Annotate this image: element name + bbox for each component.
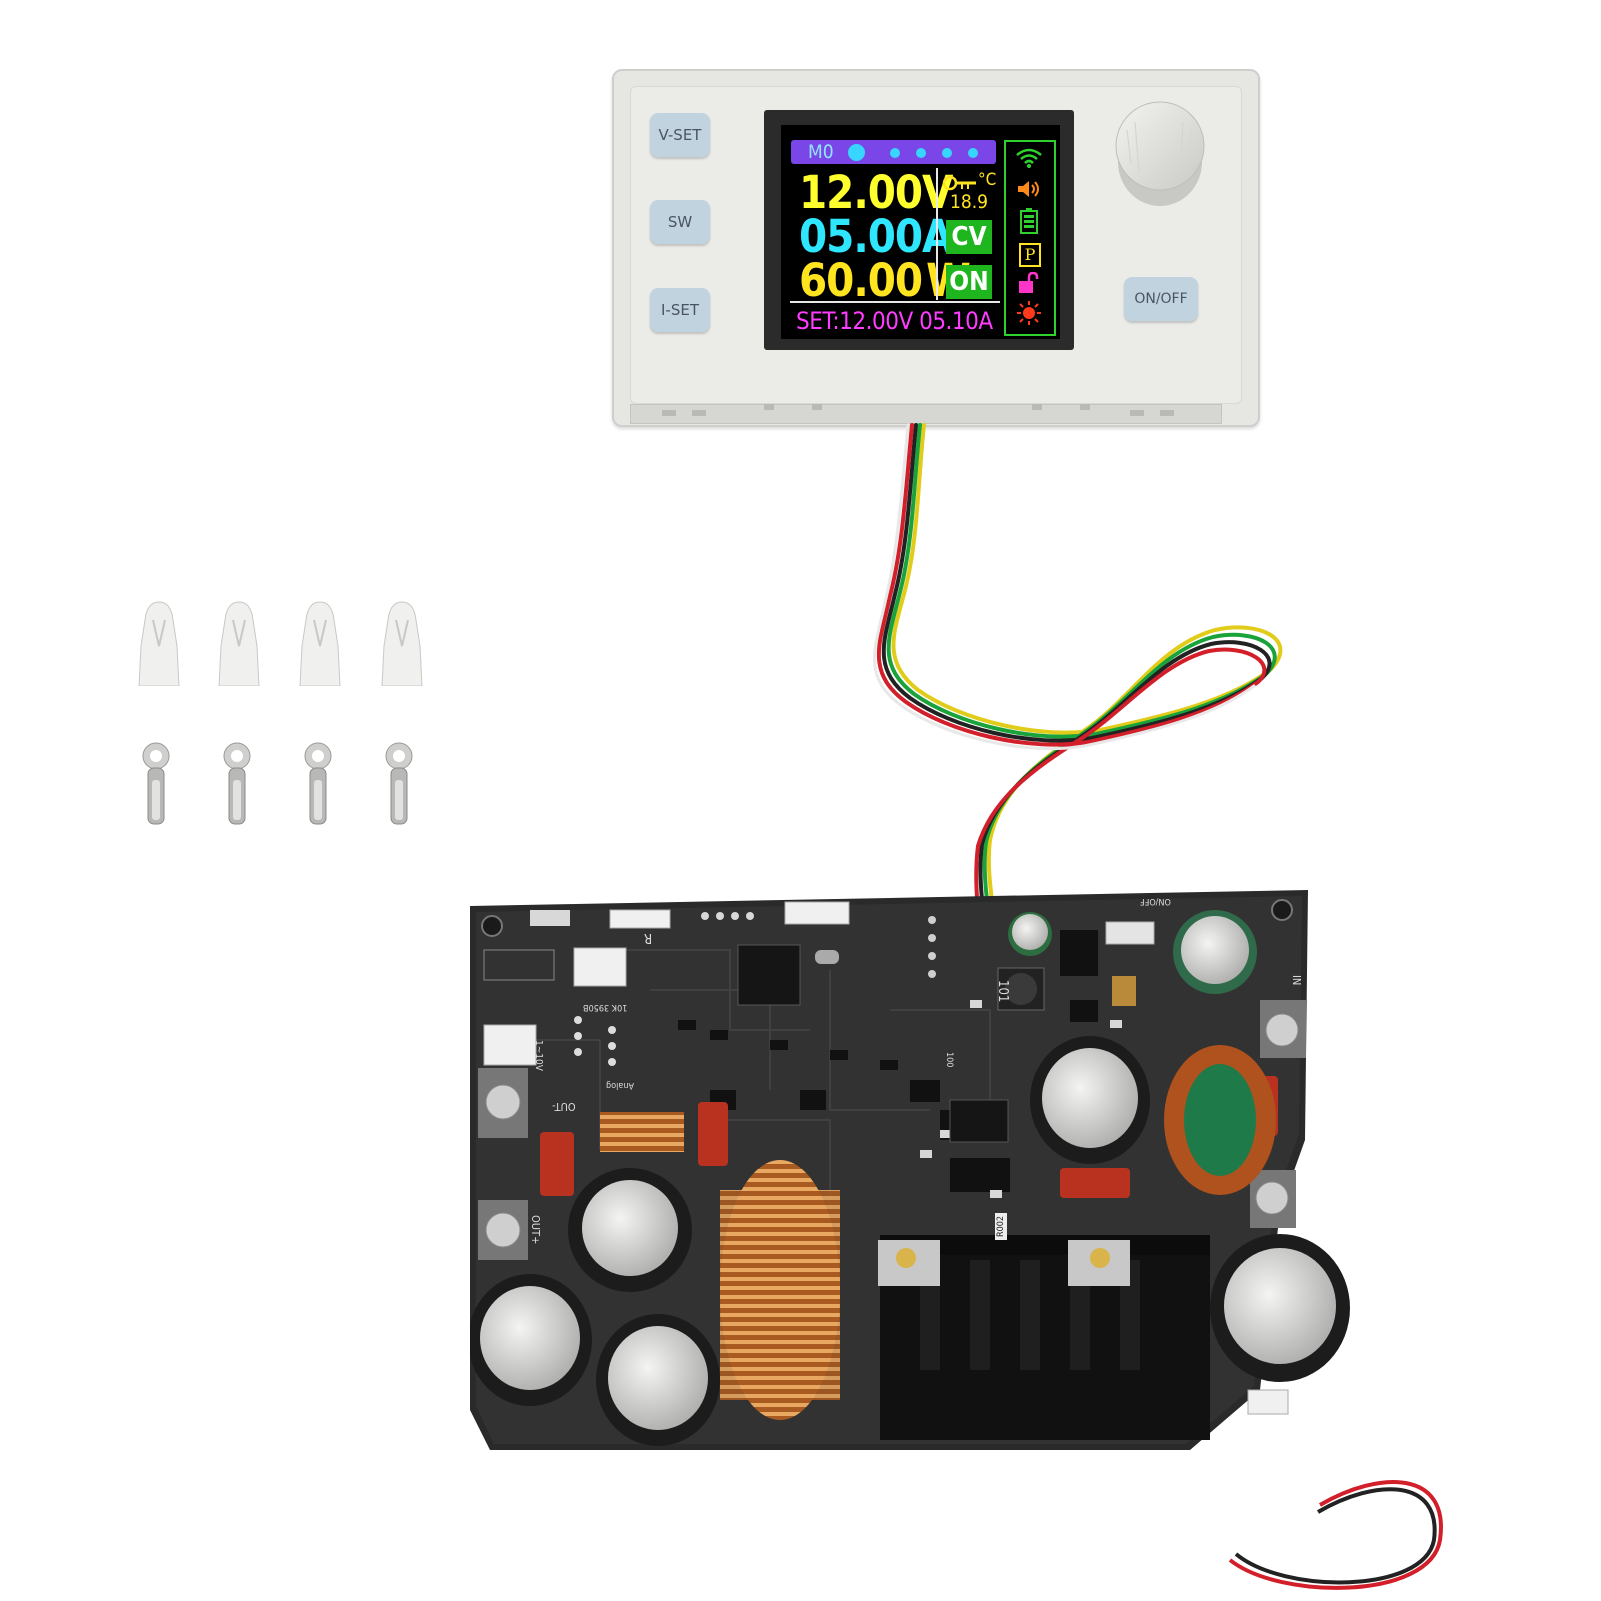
preset-p-icon: P — [1019, 243, 1041, 267]
ring-terminal-lug — [223, 742, 251, 825]
temperature-unit: °C — [978, 170, 997, 190]
vent-slot — [1032, 404, 1042, 410]
on-off-button[interactable]: ON/OFF — [1124, 277, 1198, 321]
ring-terminal-lug — [304, 742, 332, 825]
pcb-label-on-off: ON/OFF — [1140, 896, 1171, 906]
lock-icon — [1019, 272, 1039, 293]
temperature-value: 18.9 — [950, 191, 989, 213]
terminal-cap — [138, 601, 180, 686]
i-set-button[interactable]: I-SET — [650, 288, 710, 332]
wifi-icon — [1016, 148, 1042, 168]
brightness-dot — [890, 148, 900, 158]
brightness-dot — [968, 148, 978, 158]
thermometer-icon — [942, 175, 976, 191]
power-value: 60.00 — [799, 254, 923, 307]
rotary-encoder-knob[interactable] — [1113, 100, 1207, 210]
vent-slot — [812, 404, 822, 410]
lcd-divider — [790, 301, 1000, 303]
vent-slot — [1130, 410, 1144, 416]
pcb-label-ntc: 10K 3950B — [583, 1002, 628, 1012]
ring-terminal-lug — [142, 742, 170, 825]
cv-mode-tag: CV — [946, 220, 992, 254]
pcb-label-out-minus: OUT- — [552, 1100, 576, 1113]
battery-icon — [1020, 208, 1038, 234]
output-on-tag: ON — [946, 265, 992, 299]
vent-slot — [692, 410, 706, 416]
v-set-button[interactable]: V-SET — [650, 113, 710, 157]
power-readout: 60.00W — [799, 258, 971, 303]
ring-terminal-lug — [385, 742, 413, 825]
vent-slot — [1080, 404, 1090, 410]
current-readout: 05.00A — [799, 210, 953, 263]
brightness-dot — [916, 148, 926, 158]
vent-slot — [662, 410, 676, 416]
pcb-label-inductor: 101 — [995, 980, 1010, 1003]
terminal-cap — [381, 601, 423, 686]
set-values-line: SET:12.00V 05.10A — [796, 307, 993, 335]
brightness-dot — [848, 144, 865, 161]
sun-icon — [1017, 301, 1041, 325]
speaker-icon — [1018, 181, 1039, 197]
pcb-label-shunt: R002 — [995, 1212, 1007, 1240]
pcb-label-r: R — [644, 930, 653, 945]
terminal-cap — [218, 601, 260, 686]
pcb-label-in: IN — [1290, 975, 1303, 986]
pcb-label-smd: 100 — [944, 1052, 954, 1068]
brightness-dot — [942, 148, 952, 158]
status-icon-column — [1004, 140, 1056, 336]
sw-button[interactable]: SW — [650, 200, 710, 244]
memory-mode-label: M0 — [808, 141, 834, 163]
pcb-label-range: 1~10V — [533, 1040, 544, 1071]
vent-slot — [764, 404, 774, 410]
converter-pcb — [470, 890, 1350, 1450]
vent-slot — [1160, 410, 1174, 416]
voltage-readout: 12.00V — [799, 166, 953, 219]
pcb-label-analog: Analog — [606, 1080, 634, 1090]
pcb-label-out-plus: OUT+ — [529, 1215, 542, 1245]
terminal-cap — [299, 601, 341, 686]
lcd-divider — [936, 168, 938, 300]
